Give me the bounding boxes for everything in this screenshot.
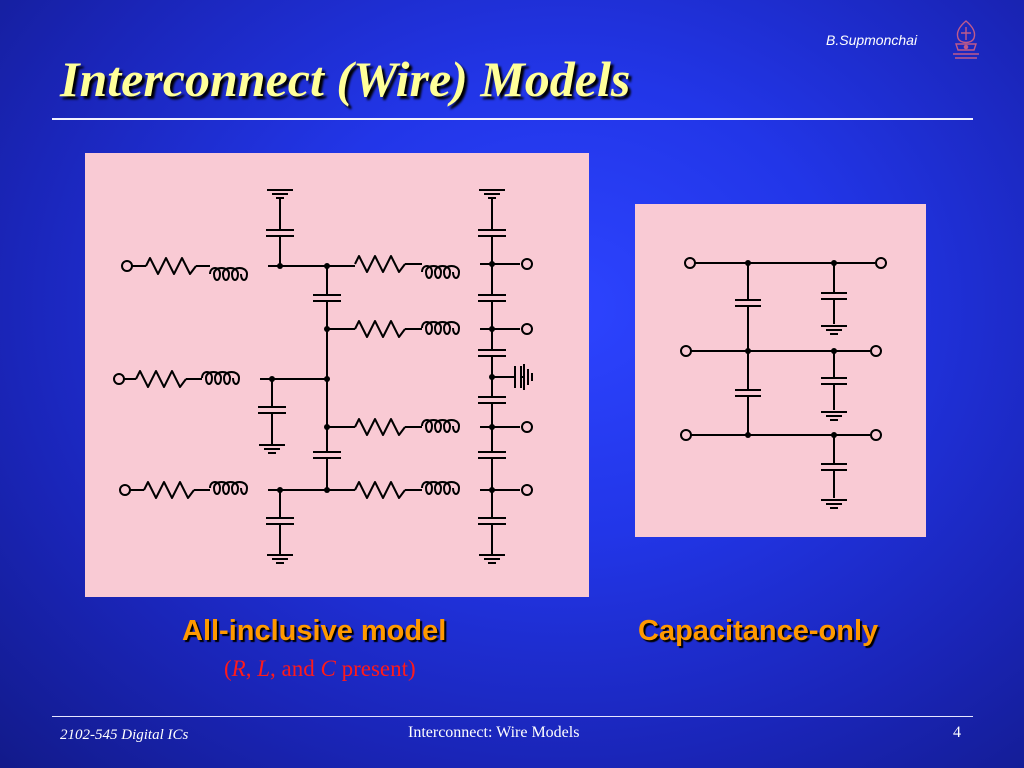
capacitance-only-diagram-panel: [635, 204, 926, 537]
all-inclusive-diagram-panel: [85, 153, 589, 597]
university-crest-icon: [953, 20, 979, 59]
page-title: Interconnect (Wire) Models: [60, 51, 631, 107]
all-inclusive-subcaption: (R, L, and C present): [224, 656, 416, 681]
footer-course: 2102-545 Digital ICs: [60, 727, 189, 743]
footer-divider: [52, 716, 973, 717]
capacitance-circuit-diagram: [680, 257, 887, 509]
author-name: B.Supmonchai: [826, 32, 918, 48]
all-inclusive-caption: All-inclusive model: [182, 615, 447, 647]
footer-topic: Interconnect: Wire Models: [408, 724, 580, 741]
rlc-circuit-diagram: [113, 189, 533, 564]
capacitance-only-caption: Capacitance-only: [638, 615, 879, 647]
title-divider: [52, 118, 973, 120]
page-number: 4: [953, 724, 961, 741]
